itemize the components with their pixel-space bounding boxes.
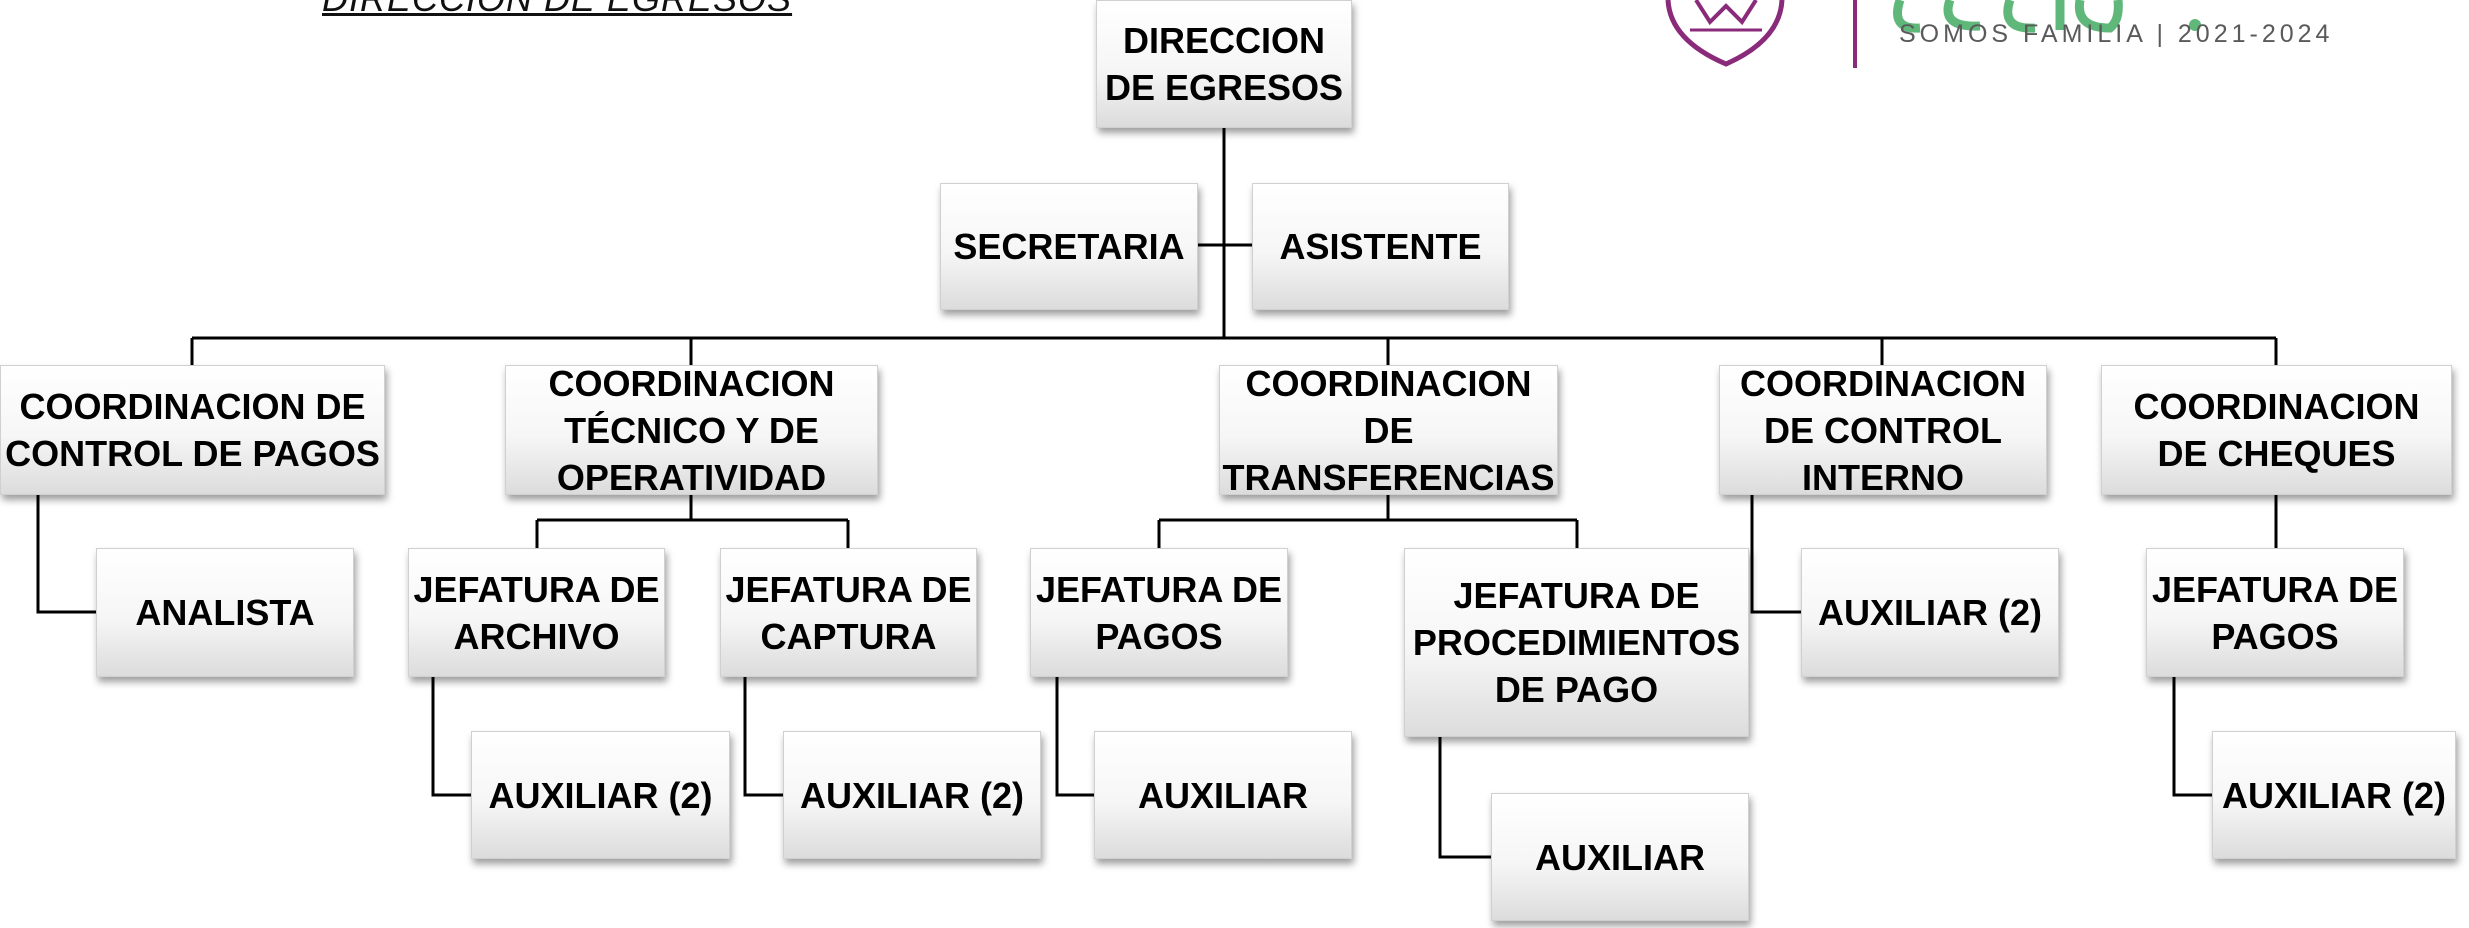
- staff-node: ASISTENTE: [1252, 183, 1509, 310]
- heart-logo-icon: [1665, 0, 2201, 67]
- root-node: DIRECCION DE EGRESOS: [1096, 0, 1352, 128]
- coordination-node: COORDINACION DE CONTROL DE PAGOS: [0, 365, 385, 495]
- position-node: JEFATURA DE CAPTURA: [720, 548, 977, 677]
- logo: [1650, 0, 2469, 75]
- position-node: AUXILIAR (2): [1801, 548, 2059, 677]
- coordination-node: COORDINACION DE CONTROL INTERNO: [1719, 363, 2047, 498]
- position-node: AUXILIAR (2): [2212, 731, 2456, 859]
- position-node: AUXILIAR (2): [783, 731, 1041, 859]
- logo-divider: [1853, 0, 1857, 68]
- position-node: AUXILIAR: [1094, 731, 1352, 859]
- position-node: JEFATURA DE ARCHIVO: [408, 548, 665, 677]
- page-heading: DIRECCION DE EGRESOS: [322, 0, 792, 20]
- position-node: AUXILIAR: [1491, 793, 1749, 921]
- logo-tagline: SOMOS FAMILIA | 2021-2024: [1899, 20, 2334, 48]
- position-node: AUXILIAR (2): [471, 731, 730, 859]
- coordination-node: COORDINACION DE TRANSFERENCIAS: [1219, 363, 1558, 498]
- position-node: JEFATURA DE PROCEDIMIENTOS DE PAGO: [1404, 548, 1749, 737]
- coordination-node: COORDINACION TÉCNICO Y DE OPERATIVIDAD: [505, 363, 878, 498]
- position-node: JEFATURA DE PAGOS: [1030, 548, 1288, 677]
- position-node: ANALISTA: [96, 548, 354, 677]
- coordination-node: COORDINACION DE CHEQUES: [2101, 365, 2452, 495]
- position-node: JEFATURA DE PAGOS: [2146, 548, 2404, 677]
- staff-node: SECRETARIA: [940, 183, 1198, 310]
